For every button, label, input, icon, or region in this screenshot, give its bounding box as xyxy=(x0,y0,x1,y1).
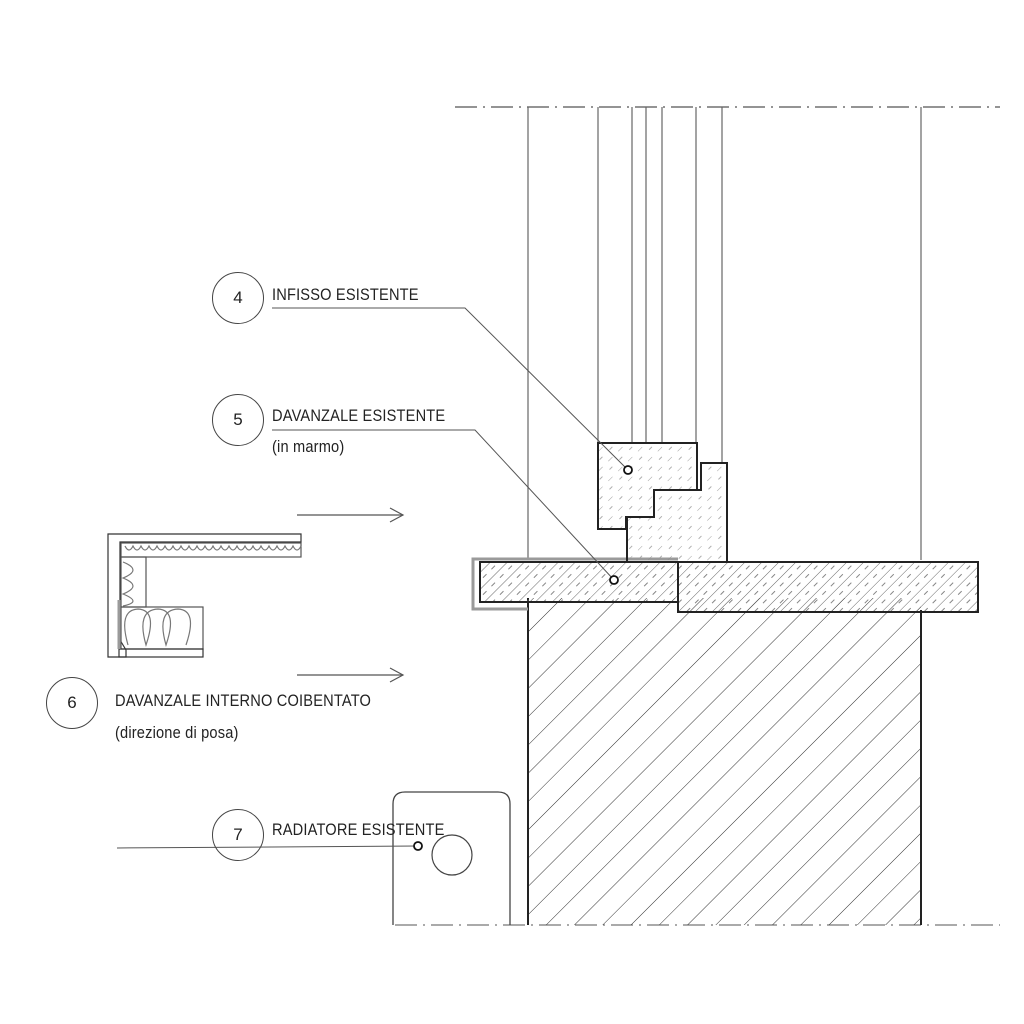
callout-number-5: 5 xyxy=(212,394,264,446)
leader-line-5 xyxy=(272,429,615,581)
window-jamb-lines xyxy=(527,107,922,560)
callout-number-4: 4 xyxy=(212,272,264,324)
callout-number-7: 7 xyxy=(212,809,264,861)
masonry-wall xyxy=(528,598,921,925)
leader-point-7 xyxy=(413,841,423,851)
leader-line-4 xyxy=(272,307,629,471)
existing-marble-sill xyxy=(479,561,679,603)
callout-title-6: DAVANZALE INTERNO COIBENTATO xyxy=(115,691,372,710)
callout-number-6: 6 xyxy=(46,677,98,729)
leader-point-4 xyxy=(623,465,633,475)
callout-title-7: RADIATORE ESISTENTE xyxy=(272,820,445,839)
radiator-valve xyxy=(431,834,473,876)
insulated-sill-detail xyxy=(107,533,302,658)
callout-subtitle-6: (direzione di posa) xyxy=(115,723,239,742)
sill-gray-outline xyxy=(471,557,678,611)
callout-title-5: DAVANZALE ESISTENTE xyxy=(272,406,446,425)
laying-direction-arrows xyxy=(297,507,405,683)
callout-title-4: INFISSO ESISTENTE xyxy=(272,285,419,304)
leader-line-7 xyxy=(116,845,419,849)
exterior-sill xyxy=(677,561,979,613)
leader-point-5 xyxy=(609,575,619,585)
callout-subtitle-5: (in marmo) xyxy=(272,437,345,456)
radiator xyxy=(392,791,511,925)
